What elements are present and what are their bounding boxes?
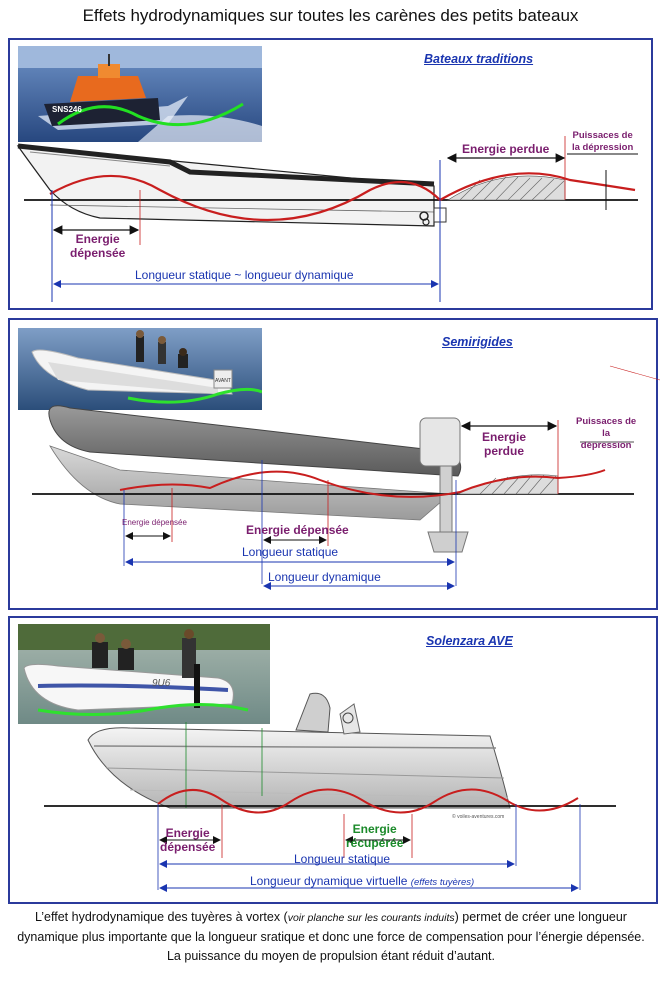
label-longueur-statique-dynamique: Longueur statique ~ longueur dynamique <box>135 268 354 282</box>
image-credit: © voiles-aventures.com <box>452 814 505 820</box>
puissance-line2: la dépression <box>572 142 634 153</box>
heading-bateaux-traditions: Bateaux traditions <box>424 52 534 66</box>
explanatory-caption: L’effet hydrodynamique des tuyères à vor… <box>16 908 646 966</box>
label-energie-perdue: Energie perdue <box>462 142 550 156</box>
rib-hull <box>49 445 451 521</box>
energie-line1: Energie <box>75 232 120 246</box>
hull-name: 9U6 <box>152 678 171 689</box>
heading-solenzara: Solenzara AVE <box>426 634 513 648</box>
panel2-diagram <box>32 365 660 590</box>
photo-solenzara: 9U6 <box>18 624 270 724</box>
rec-line2: récupérée <box>346 836 404 850</box>
panel-bateaux-traditions: SNS246 Bateaux traditions <box>8 38 653 310</box>
label-energie-depensee: Energie dépensée <box>70 232 125 260</box>
label-longueur-dynamique-virtuelle: Longueur dynamique virtuelle (effets tuy… <box>250 874 474 888</box>
dep3-line2: dépensée <box>160 840 216 854</box>
dynamic-virtual-note: (effets tuyères) <box>410 877 475 888</box>
panel1-diagram <box>16 136 638 302</box>
puissance-line1: Puissaces de <box>572 130 633 141</box>
panel-semirigides: AVANT Semirigides <box>8 318 660 610</box>
boat-registration: SNS246 <box>52 105 82 114</box>
photo-semirigide: AVANT <box>18 328 262 410</box>
label-puissance-depression-2: Puissaces de la dépression <box>576 416 636 452</box>
rib-tube <box>48 405 462 477</box>
lifeboat-photo-illustration: SNS246 <box>18 46 262 142</box>
energie-line2: dépensée <box>70 246 126 260</box>
caption-part2: ) permet de créer une longueur dynamique… <box>17 910 645 963</box>
caption-part1: L’effet hydrodynamique des tuyères à vor… <box>35 910 288 924</box>
label-longueur-statique-3: Longueur statique <box>294 852 391 866</box>
puissance2-line1: Puissaces de <box>576 416 637 427</box>
label-energie-depensee-mid: Energie dépensée <box>246 523 349 537</box>
hull-wave-3 <box>157 788 579 814</box>
dep3-line1: Energie <box>165 826 210 840</box>
solenzara-photo-illustration: 9U6 <box>18 624 270 724</box>
motor-brand: AVANT <box>215 378 231 384</box>
panel-solenzara: 9U6 Solenzara AVE <box>8 616 658 904</box>
label-energie-recuperee: Energie récupérée <box>346 822 403 850</box>
puissance2-line3: dépression <box>580 440 632 451</box>
heading-semirigides: Semirigides <box>442 335 513 349</box>
outboard-motor <box>419 417 469 553</box>
console <box>295 692 361 735</box>
label-longueur-statique-2: Longueur statique <box>242 545 339 559</box>
page-title: Effets hydrodynamiques sur toutes les ca… <box>82 6 579 25</box>
puissance2-line2: la <box>602 428 611 439</box>
energie-perdue-line1: Energie <box>482 430 527 444</box>
gunwale <box>17 143 435 187</box>
label-longueur-dynamique-2: Longueur dynamique <box>268 570 381 584</box>
panel3-diagram <box>44 692 616 892</box>
label-puissance-depression: Puissaces de la dépression <box>572 130 633 154</box>
label-energie-depensee-3: Energie dépensée <box>160 826 215 854</box>
hull-wave <box>49 172 636 222</box>
hull-outline <box>16 145 435 227</box>
label-energie-depensee-small: Energie dépensée <box>122 518 187 527</box>
photo-lifeboat: SNS246 <box>18 46 262 142</box>
rec-line1: Energie <box>352 822 397 836</box>
dynamic-virtual-text: Longueur dynamique virtuelle <box>250 874 408 888</box>
label-energie-perdue-2: Energie perdue <box>482 430 526 458</box>
energie-perdue-line2: perdue <box>484 444 525 458</box>
caption-note: voir planche sur les courants induits <box>287 912 455 924</box>
semirigide-photo-illustration: AVANT <box>18 328 262 410</box>
